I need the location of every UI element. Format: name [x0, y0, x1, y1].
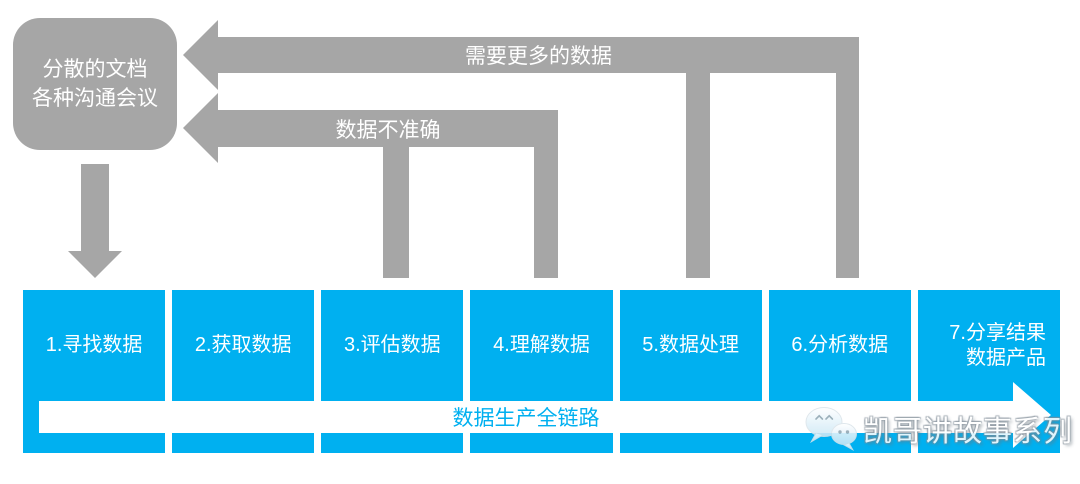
banner-label: 数据生产全链路	[452, 407, 600, 430]
feedback-arrow2-label: 数据不准确	[335, 118, 441, 142]
watermark: 凯哥讲故事系列	[804, 406, 1073, 452]
feedback-arrow2-body: 数据不准确	[218, 110, 558, 147]
feedback-arrow1-label: 需要更多的数据	[465, 45, 612, 68]
stage-label-7-line1: 7.分享结果	[949, 321, 1046, 344]
stage-label-5: 5.数据处理	[642, 334, 739, 356]
stage-label-1: 1.寻找数据	[45, 334, 143, 356]
feedback-arrow1-drop-stage6	[836, 72, 859, 278]
down-arrow-shaft	[81, 164, 109, 252]
down-arrow-head-icon	[68, 251, 122, 278]
feedback-arrow2-head-icon	[183, 93, 218, 163]
source-box-line2: 各种沟通会议	[32, 87, 158, 110]
stage-label-2: 2.获取数据	[194, 334, 292, 356]
source-box-line1: 分散的文档	[42, 58, 148, 81]
stage-label-7-line2: 数据产品	[965, 346, 1046, 369]
stage-label-6: 6.分析数据	[791, 334, 889, 356]
feedback-arrow1-drop-stage5	[686, 72, 710, 278]
stage-label-4: 4.理解数据	[493, 334, 590, 356]
wechat-icon	[805, 407, 857, 452]
feedback-arrow1-head-icon	[183, 20, 218, 90]
stage-label-3: 3.评估数据	[344, 334, 441, 356]
feedback-arrow1-body: 需要更多的数据	[218, 37, 859, 73]
watermark-text: 凯哥讲故事系列	[863, 416, 1074, 448]
stage-label-7: 7.分享结果 数据产品	[918, 290, 1060, 401]
feedback-arrow2-drop-stage4	[534, 146, 558, 278]
source-box: 分散的文档 各种沟通会议	[13, 18, 177, 150]
feedback-arrow2-drop-stage3	[383, 146, 409, 278]
